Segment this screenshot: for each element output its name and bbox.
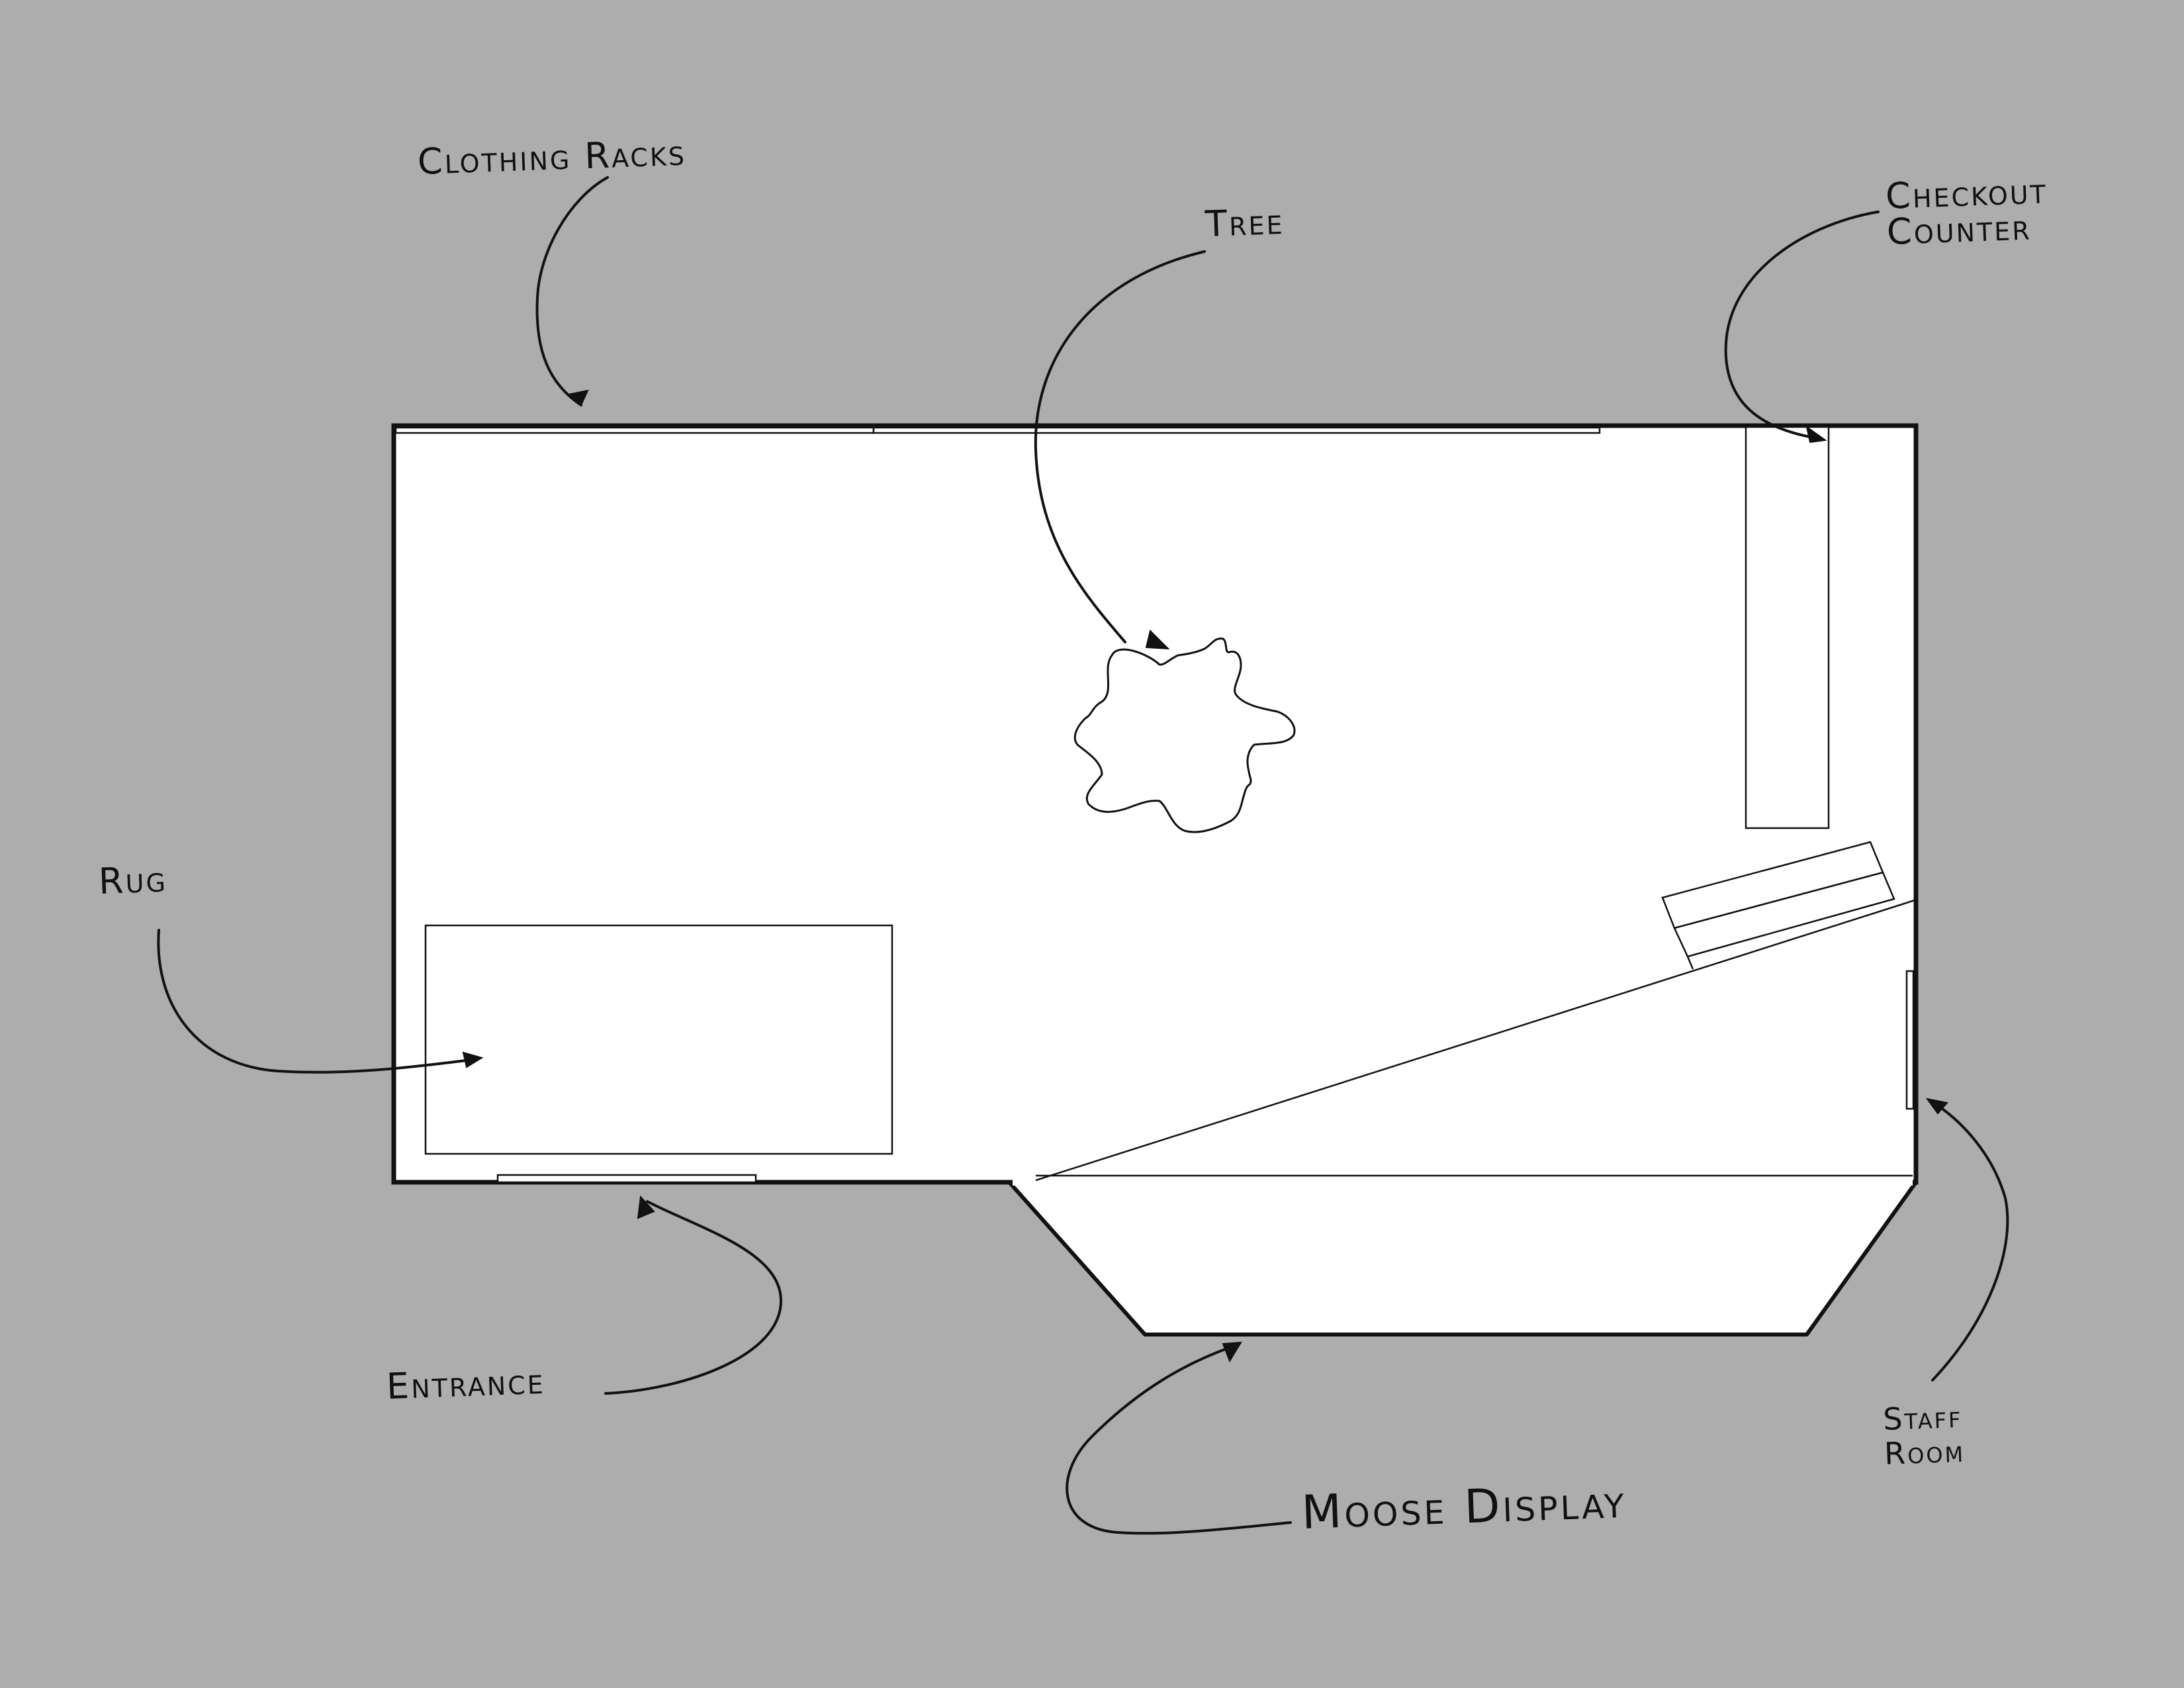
arrow-clothing-racks bbox=[535, 176, 609, 406]
arrowhead-clothing-racks bbox=[566, 389, 589, 406]
label-moose-display: Moose Display bbox=[1300, 1474, 1627, 1540]
arrow-heads bbox=[462, 389, 1948, 1363]
arrowhead-tree bbox=[1145, 630, 1170, 650]
label-staff-room: Staff Room bbox=[1882, 1398, 1966, 1472]
arrow-rug bbox=[157, 929, 478, 1074]
label-staff-room-line2: Room bbox=[1884, 1432, 1966, 1472]
label-checkout-counter-line2: Counter bbox=[1886, 206, 2032, 253]
staff-room-door bbox=[1905, 970, 1915, 1110]
annotation-arrows bbox=[157, 176, 2009, 1535]
entrance-door bbox=[496, 1174, 757, 1184]
arrowhead-checkout-counter bbox=[1805, 425, 1827, 444]
arrowhead-rug bbox=[462, 1051, 484, 1068]
clothing-rack-left bbox=[394, 426, 875, 434]
label-tree: Tree bbox=[1204, 200, 1285, 245]
arrow-entrance bbox=[604, 1200, 783, 1395]
arrow-tree bbox=[1034, 250, 1206, 643]
arrowhead-moose-display bbox=[1222, 1341, 1242, 1363]
label-checkout-counter: Checkout Counter bbox=[1885, 170, 2049, 253]
rug bbox=[424, 924, 893, 1155]
tree bbox=[1073, 637, 1296, 833]
arrowhead-staff-room bbox=[1925, 1098, 1948, 1115]
arrow-moose-display bbox=[1066, 1346, 1292, 1535]
clothing-rack-right bbox=[872, 426, 1601, 434]
bench-shelf-edge bbox=[1686, 956, 1694, 970]
label-clothing-racks: Clothing Racks bbox=[416, 131, 687, 183]
diagonal-partition bbox=[1035, 899, 1915, 1182]
label-staff-room-line1: Staff bbox=[1882, 1398, 1964, 1438]
bench-shelf-middle bbox=[1673, 871, 1895, 958]
arrowhead-entrance bbox=[637, 1195, 655, 1219]
label-entrance: Entrance bbox=[385, 1360, 546, 1407]
checkout-counter bbox=[1745, 426, 1830, 829]
label-rug: Rug bbox=[97, 858, 168, 902]
moose-display-area bbox=[1007, 1180, 1918, 1336]
arrow-staff-room bbox=[1931, 1101, 2009, 1382]
arrow-checkout-counter bbox=[1724, 211, 1880, 438]
